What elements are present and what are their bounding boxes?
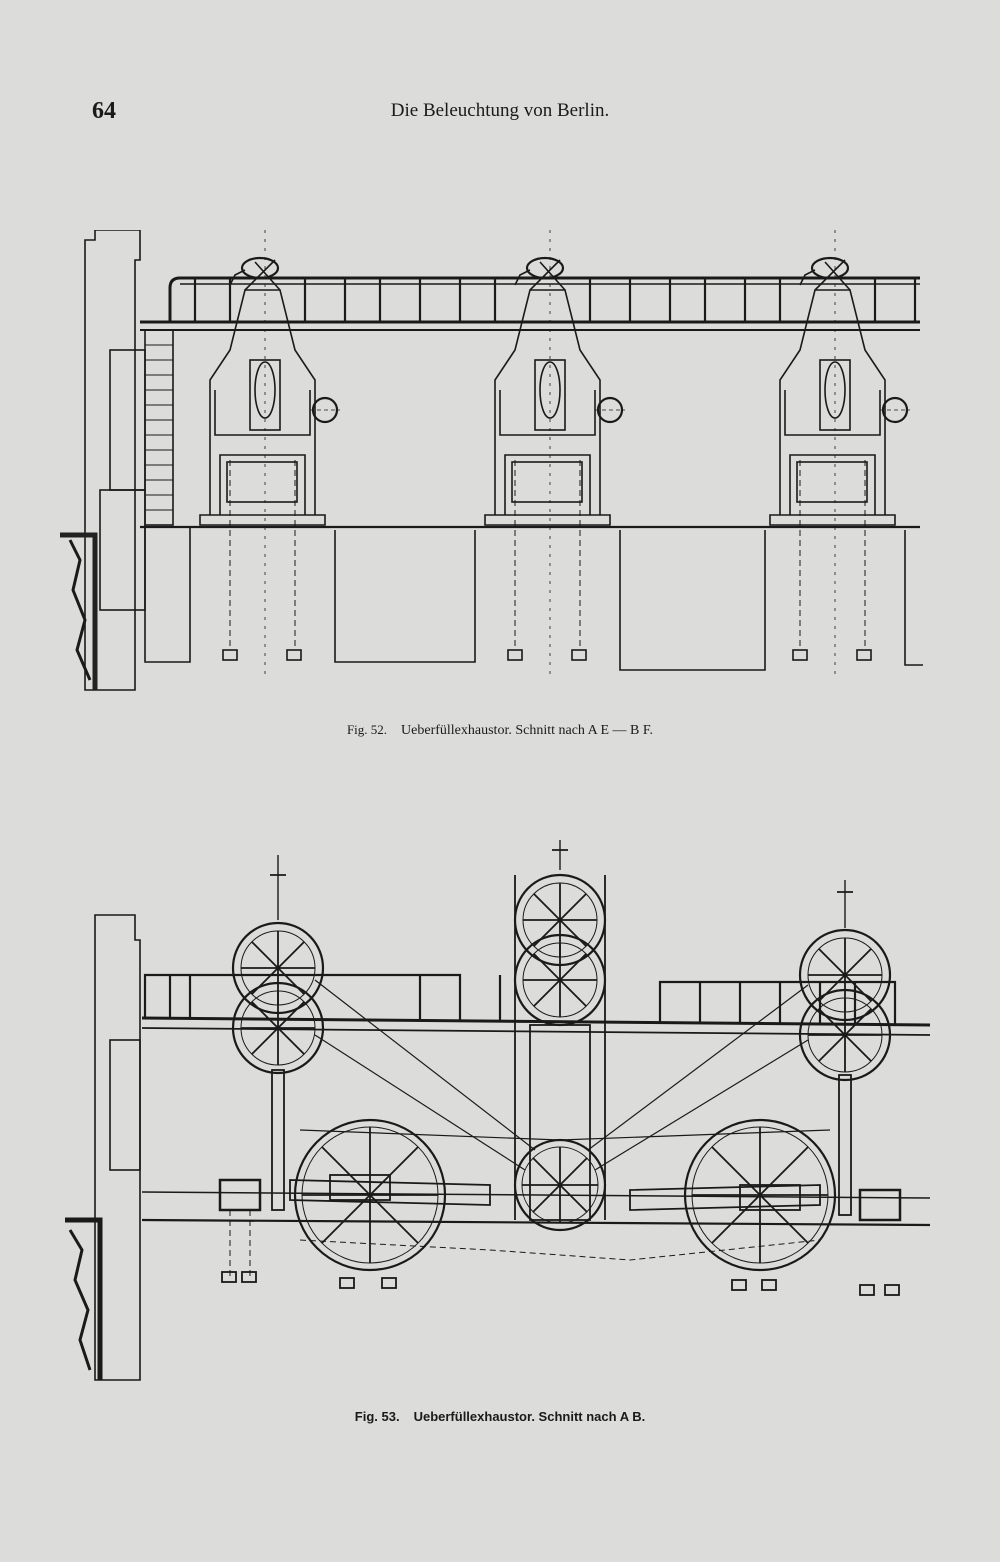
figure-52-caption-text: Ueberfüllexhaustor. Schnitt nach A E — B… [401,723,654,738]
figure-52-svg [60,230,923,691]
page-number: 64 [92,98,116,124]
running-title: Die Beleuchtung von Berlin. [390,100,610,121]
figure-53-caption: Fig. 53. Ueberfüllexhaustor. Schnitt nach… [0,1409,1000,1424]
figure-53-caption-text: Ueberfüllexhaustor. Schnitt nach A B. [413,1409,646,1424]
figure-53-svg [65,840,931,1381]
figure-52-drawing [55,230,935,700]
figure-52-caption: Fig. 52. Ueberfüllexhaustor. Schnitt nach… [0,722,1000,739]
figure-52-number: Fig. 52. [346,722,388,737]
figure-53-number: Fig. 53. [354,1409,400,1424]
figure-53-drawing [60,840,935,1400]
